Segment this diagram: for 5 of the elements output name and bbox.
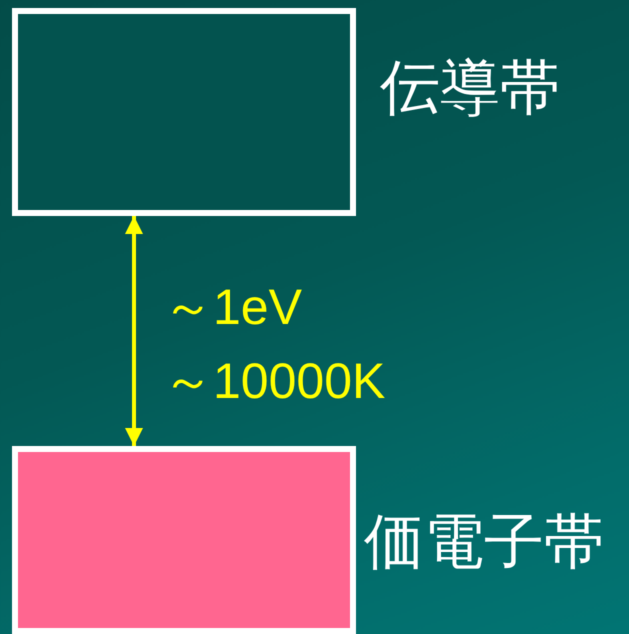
band-label: 価電子帯 [364,512,604,572]
gap-value: ～1eV [163,282,302,332]
double-arrow [125,216,143,446]
gap-value: ～10000K [163,356,386,406]
band-label: 伝導帯 [380,58,560,118]
